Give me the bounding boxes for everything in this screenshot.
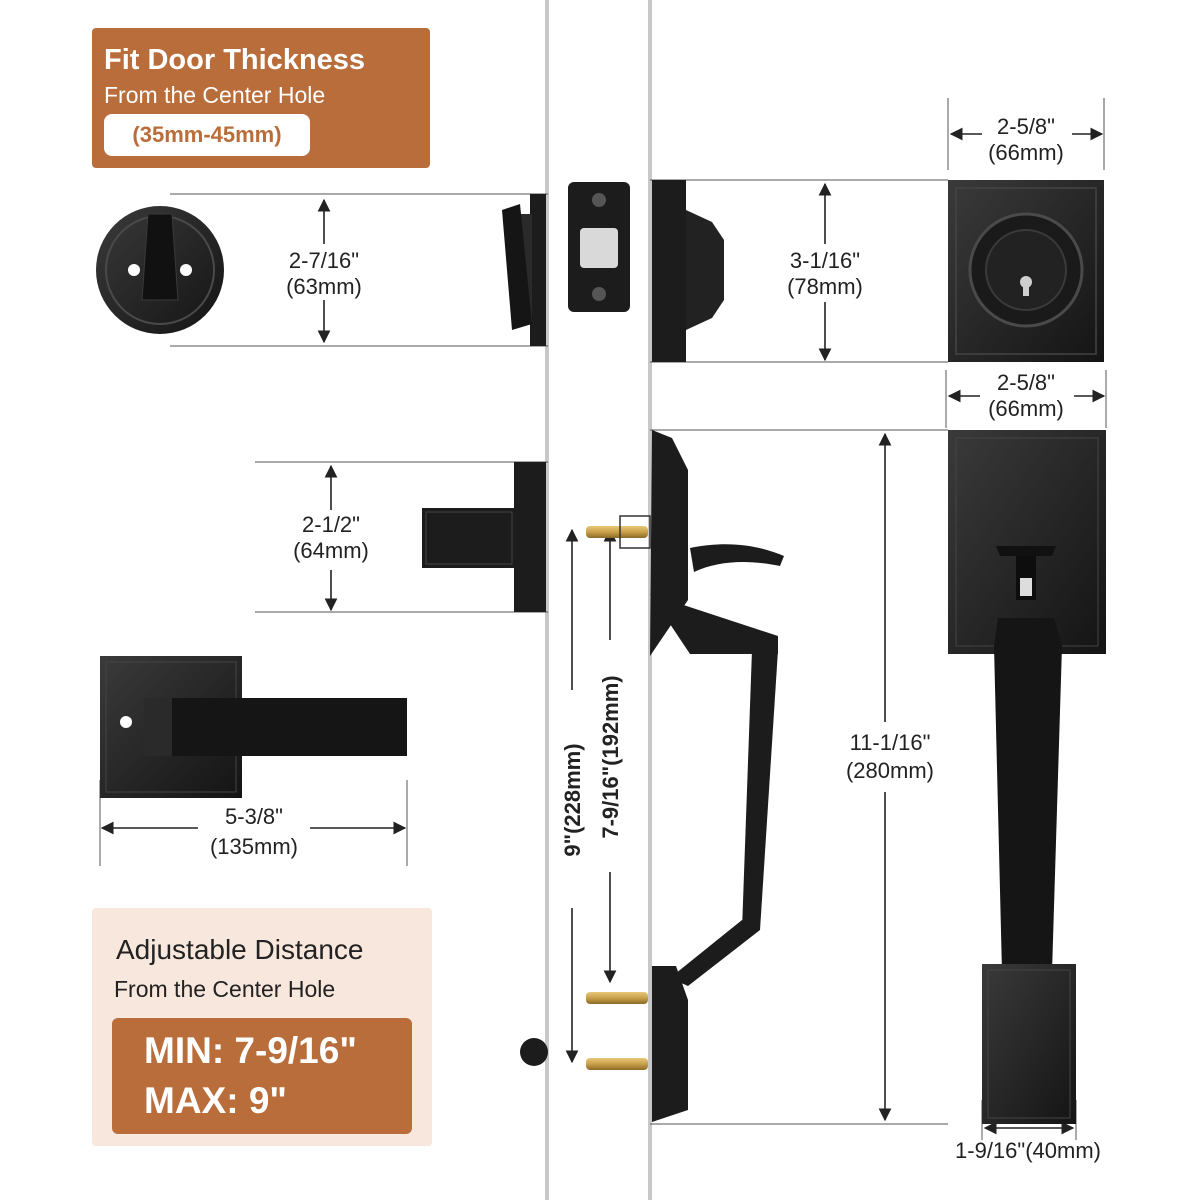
handleset-width-inch: 2-5/8" bbox=[997, 370, 1055, 395]
deadbolt-width-inch: 2-5/8" bbox=[997, 114, 1055, 139]
handleset-width-mm: (66mm) bbox=[988, 396, 1064, 421]
door-edge bbox=[545, 0, 652, 1200]
lever-length-inch: 5-3/8" bbox=[225, 804, 283, 829]
thumbturn-rose bbox=[96, 206, 224, 334]
screw-spacing-max-label: 9"(228mm) bbox=[560, 743, 585, 856]
thumbturn-diameter-mm: (63mm) bbox=[286, 274, 362, 299]
adjustable-distance-subtitle: From the Center Hole bbox=[114, 976, 336, 1002]
dimension-labels: 2-7/16" (63mm) 3-1/16" (78mm) 2-5/8" (66… bbox=[210, 114, 1101, 1163]
adjustable-min-label: MIN: 7-9/16" bbox=[144, 1030, 357, 1071]
adjustable-max-label: MAX: 9" bbox=[144, 1080, 287, 1121]
handleset-height-mm: (280mm) bbox=[846, 758, 934, 783]
handleset-front-view bbox=[948, 430, 1106, 1124]
lever-length-mm: (135mm) bbox=[210, 834, 298, 859]
bottom-width-label: 1-9/16"(40mm) bbox=[955, 1138, 1101, 1163]
door-thickness-range: (35mm-45mm) bbox=[104, 114, 310, 156]
latch-faceplate bbox=[568, 182, 630, 312]
screw-spacing-min-label: 7-9/16"(192mm) bbox=[598, 675, 623, 838]
thumbturn-diameter-inch: 2-7/16" bbox=[289, 248, 359, 273]
door-thickness-title: Fit Door Thickness bbox=[104, 44, 366, 76]
dimension-arrows bbox=[100, 127, 1106, 1135]
deadbolt-height-mm: (78mm) bbox=[787, 274, 863, 299]
handleset-side-view bbox=[650, 430, 784, 1122]
deadbolt-side-view bbox=[652, 180, 724, 362]
deadbolt-front-plate bbox=[948, 180, 1104, 362]
adjustable-distance-range-box bbox=[112, 1018, 412, 1134]
adjustable-distance-title: Adjustable Distance bbox=[116, 934, 364, 965]
deadbolt-width-mm: (66mm) bbox=[988, 140, 1064, 165]
mounting-screws bbox=[520, 515, 651, 1070]
lever-rose-height-inch: 2-1/2" bbox=[302, 512, 360, 537]
extension-lines bbox=[99, 98, 1107, 1140]
lever-rose-height-mm: (64mm) bbox=[293, 538, 369, 563]
door-thickness-subtitle: From the Center Hole bbox=[104, 82, 326, 108]
lever-side-view bbox=[422, 462, 546, 612]
thumbturn-side-view bbox=[502, 194, 546, 346]
handleset-height-inch: 11-1/16" bbox=[850, 730, 931, 755]
deadbolt-height-inch: 3-1/16" bbox=[790, 248, 860, 273]
lever-front-view bbox=[100, 656, 407, 798]
